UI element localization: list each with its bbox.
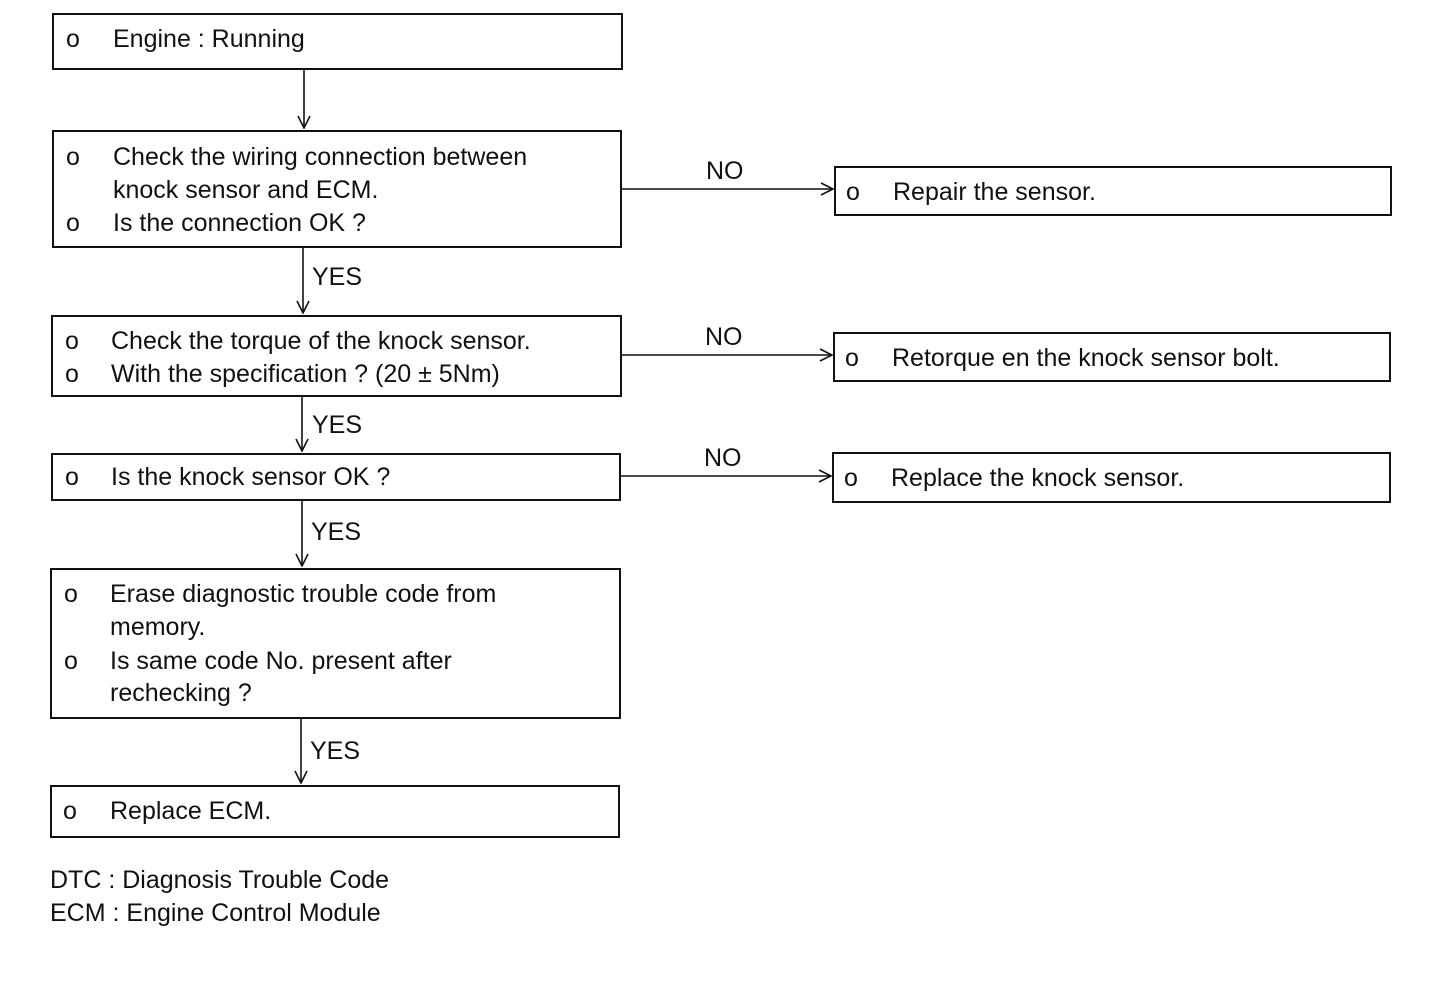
step-erase-line: memory. bbox=[110, 613, 206, 641]
bullet: o bbox=[63, 797, 77, 825]
step-erase-line: Is same code No. present after bbox=[110, 647, 452, 675]
bullet: o bbox=[845, 344, 859, 372]
bullet: o bbox=[65, 360, 79, 388]
yes-label: YES bbox=[312, 411, 363, 439]
bullet: o bbox=[65, 463, 79, 491]
legend-ecm: ECM : Engine Control Module bbox=[50, 899, 381, 927]
step-sensor-box: o Is the knock sensor OK ? bbox=[51, 453, 621, 501]
yes-label: YES bbox=[310, 737, 361, 765]
action-retorque-text: Retorque en the knock sensor bolt. bbox=[892, 344, 1280, 372]
action-retorque-box: o Retorque en the knock sensor bolt. bbox=[833, 332, 1391, 382]
step-torque-box: o Check the torque of the knock sensor. … bbox=[51, 315, 622, 397]
step-erase-box: o Erase diagnostic trouble code from mem… bbox=[50, 568, 621, 719]
step-torque-line: Check the torque of the knock sensor. bbox=[111, 327, 531, 355]
bullet: o bbox=[66, 25, 80, 53]
bullet: o bbox=[846, 178, 860, 206]
action-repair-sensor-box: o Repair the sensor. bbox=[834, 166, 1392, 216]
step-torque-line: With the specification ? (20 ± 5Nm) bbox=[111, 360, 500, 388]
bullet: o bbox=[65, 327, 79, 355]
step-wiring-line: Check the wiring connection between bbox=[113, 143, 528, 171]
step-engine-text: Engine : Running bbox=[113, 25, 305, 53]
bullet: o bbox=[64, 647, 78, 675]
action-repair-sensor-text: Repair the sensor. bbox=[893, 178, 1096, 206]
no-label: NO bbox=[706, 157, 744, 185]
step-erase-line: rechecking ? bbox=[110, 679, 252, 707]
action-replace-sensor-box: o Replace the knock sensor. bbox=[832, 452, 1391, 503]
step-erase-line: Erase diagnostic trouble code from bbox=[110, 580, 497, 608]
legend-dtc: DTC : Diagnosis Trouble Code bbox=[50, 866, 390, 894]
no-label: NO bbox=[704, 444, 742, 472]
no-label: NO bbox=[705, 323, 743, 351]
step-wiring-line: knock sensor and ECM. bbox=[113, 176, 379, 204]
yes-label: YES bbox=[311, 518, 362, 546]
step-wiring-line: Is the connection OK ? bbox=[113, 209, 366, 237]
bullet: o bbox=[64, 580, 78, 608]
yes-label: YES bbox=[312, 263, 363, 291]
step-replace-ecm-text: Replace ECM. bbox=[110, 797, 272, 825]
step-replace-ecm-box: o Replace ECM. bbox=[50, 785, 620, 838]
bullet: o bbox=[844, 464, 858, 492]
step-engine-box: o Engine : Running bbox=[52, 13, 623, 70]
step-wiring-box: o Check the wiring connection between kn… bbox=[52, 130, 622, 248]
step-sensor-text: Is the knock sensor OK ? bbox=[111, 463, 391, 491]
bullet: o bbox=[66, 143, 80, 171]
action-replace-sensor-text: Replace the knock sensor. bbox=[891, 464, 1185, 492]
bullet: o bbox=[66, 209, 80, 237]
